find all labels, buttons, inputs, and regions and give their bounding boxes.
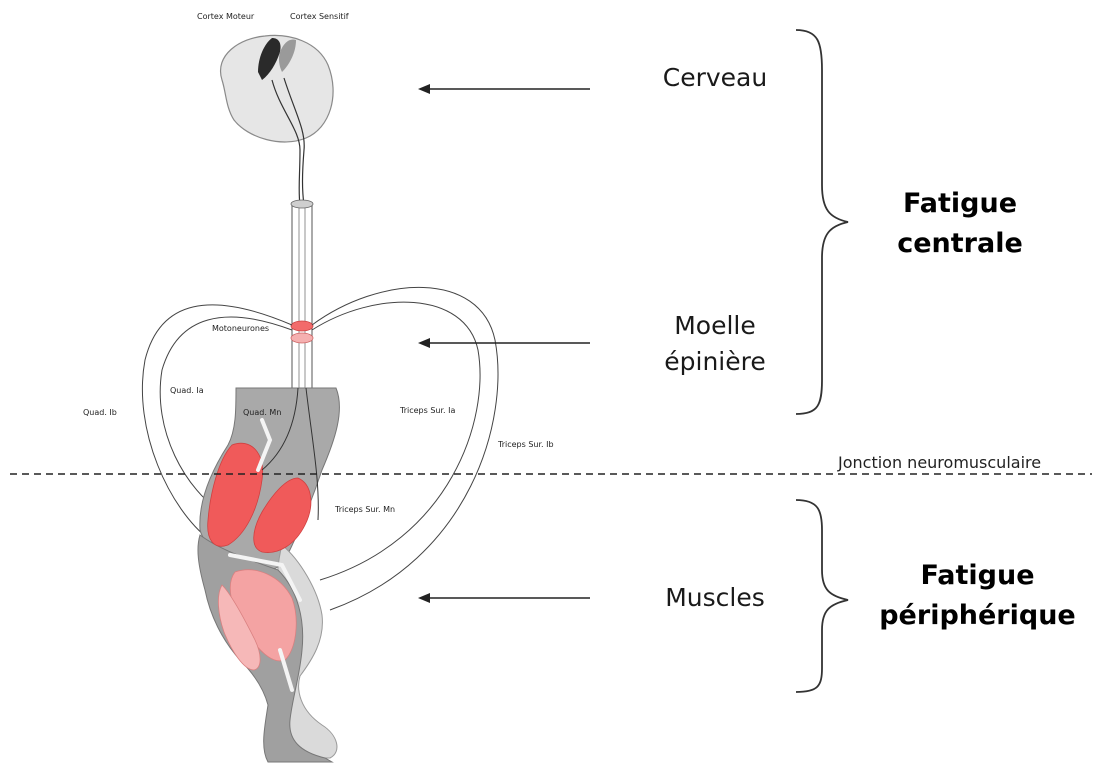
- moelle-line2: épinière: [640, 344, 790, 380]
- triceps-mn-label: Triceps Sur. Mn: [335, 505, 395, 514]
- fatigue-centrale-line1: Fatigue: [880, 184, 1040, 224]
- triceps-ib-label: Triceps Sur. Ib: [498, 440, 554, 449]
- fatigue-centrale-line2: centrale: [880, 224, 1040, 264]
- brace-peripherique: [796, 500, 848, 692]
- muscles-label: Muscles: [640, 580, 790, 616]
- quad-ia-label: Quad. Ia: [170, 386, 204, 395]
- moelle-line1: Moelle: [640, 308, 790, 344]
- triceps-ia-label: Triceps Sur. Ia: [400, 406, 455, 415]
- moelle-label: Moelle épinière: [640, 308, 790, 380]
- spinal-cord: [292, 203, 312, 388]
- fatigue-centrale-label: Fatigue centrale: [880, 184, 1040, 264]
- quad-ib-label: Quad. Ib: [83, 408, 117, 417]
- brace-centrale: [796, 30, 848, 414]
- motoneurones-label: Motoneurones: [212, 324, 269, 333]
- fatigue-peripherique-label: Fatigue périphérique: [865, 556, 1090, 636]
- quad-mn-label: Quad. Mn: [243, 408, 281, 417]
- fatigue-peripherique-line2: périphérique: [865, 596, 1090, 636]
- cortex-sensitif-label: Cortex Sensitif: [290, 12, 349, 21]
- cortex-moteur-label: Cortex Moteur: [197, 12, 254, 21]
- cerveau-label: Cerveau: [640, 60, 790, 96]
- fatigue-peripherique-line1: Fatigue: [865, 556, 1090, 596]
- jonction-label: Jonction neuromusculaire: [838, 453, 1041, 472]
- triceps-ib-loop: [312, 287, 498, 610]
- motoneurones-ring: [291, 321, 313, 331]
